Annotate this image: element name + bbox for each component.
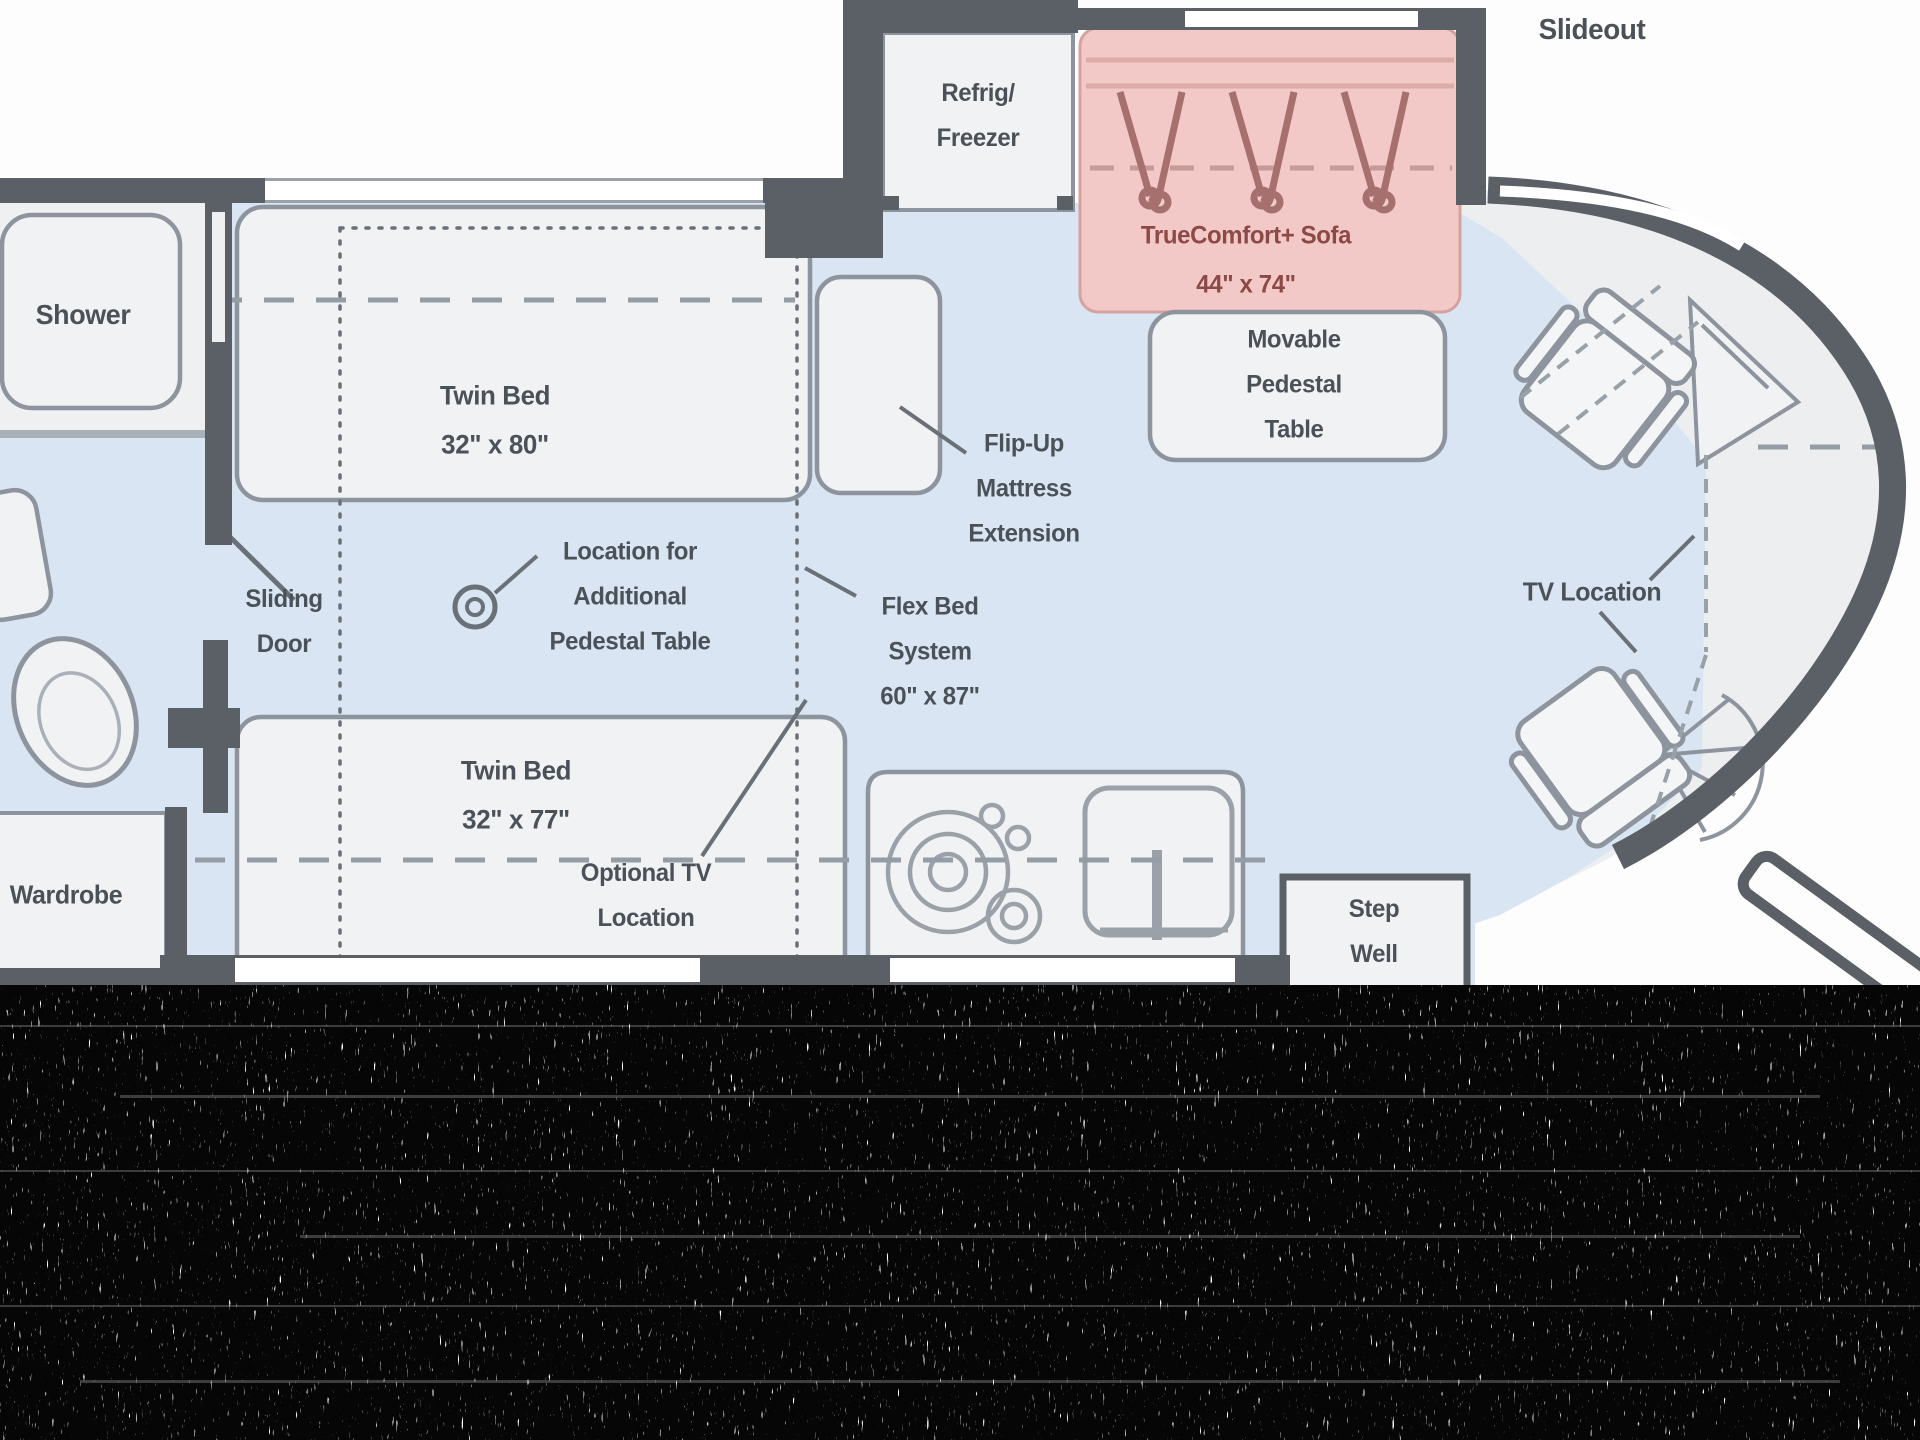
- sliding-door: [226, 533, 296, 602]
- seatbelt-icon: [1116, 91, 1186, 214]
- bathroom-divider: [0, 430, 205, 438]
- noise-streaks: [0, 1025, 1920, 1383]
- label-twin-bed-lower: Twin Bed 32" x 77": [460, 755, 572, 834]
- entry-door: [1737, 850, 1920, 985]
- label-refrig: Refrig/ Freezer: [936, 79, 1020, 152]
- front-cap-wall: [1487, 176, 1907, 870]
- fridge-corner-tick: [883, 196, 899, 210]
- leader-lines: [493, 405, 1696, 858]
- label-movable-table: Movable Pedestal Table: [1246, 325, 1342, 444]
- twin-bed-lower: [234, 714, 848, 985]
- floorplan-drawing: [0, 0, 1920, 985]
- seatbelt-icon: [1340, 91, 1410, 214]
- fridge-corner-tick: [1057, 196, 1073, 210]
- twin-bed-upper: [234, 204, 813, 503]
- noise-band: [0, 985, 1920, 1440]
- label-shower: Shower: [35, 298, 131, 330]
- label-slideout: Slideout: [1538, 13, 1646, 46]
- label-sliding-door: Sliding Door: [245, 585, 323, 658]
- label-optional-tv: Optional TV Location: [580, 859, 712, 932]
- square-sink: [1082, 785, 1235, 940]
- round-sink: [885, 802, 1043, 945]
- pedestal-table-marker: [452, 584, 498, 630]
- driver-seat: [1508, 665, 1693, 849]
- label-step-well: Step Well: [1348, 895, 1400, 968]
- label-sofa: TrueComfort+ Sofa 44" x 74": [1140, 221, 1352, 298]
- flip-up-extension: [814, 274, 943, 496]
- shower-stall: [0, 212, 183, 411]
- seatbelt-icon: [1228, 91, 1298, 214]
- front-window: [1499, 185, 1745, 251]
- centerline: [195, 297, 1898, 863]
- label-tv-location: TV Location: [1522, 576, 1662, 607]
- label-flip-up: Flip-Up Mattress Extension: [968, 429, 1080, 548]
- step-well: [1279, 873, 1471, 985]
- tv-cabinet-line: [1700, 323, 1770, 390]
- movable-pedestal-table: [1147, 309, 1448, 463]
- label-flex-bed: Flex Bed System 60" x 87": [880, 592, 980, 711]
- passenger-seat: [1513, 287, 1697, 471]
- label-wardrobe: Wardrobe: [9, 879, 123, 910]
- window: [212, 11, 1418, 982]
- toilet: [11, 636, 139, 788]
- label-twin-bed-upper: Twin Bed 32" x 80": [439, 380, 551, 459]
- bath-sink: [0, 487, 54, 623]
- label-pedestal-location: Location for Additional Pedestal Table: [549, 537, 711, 656]
